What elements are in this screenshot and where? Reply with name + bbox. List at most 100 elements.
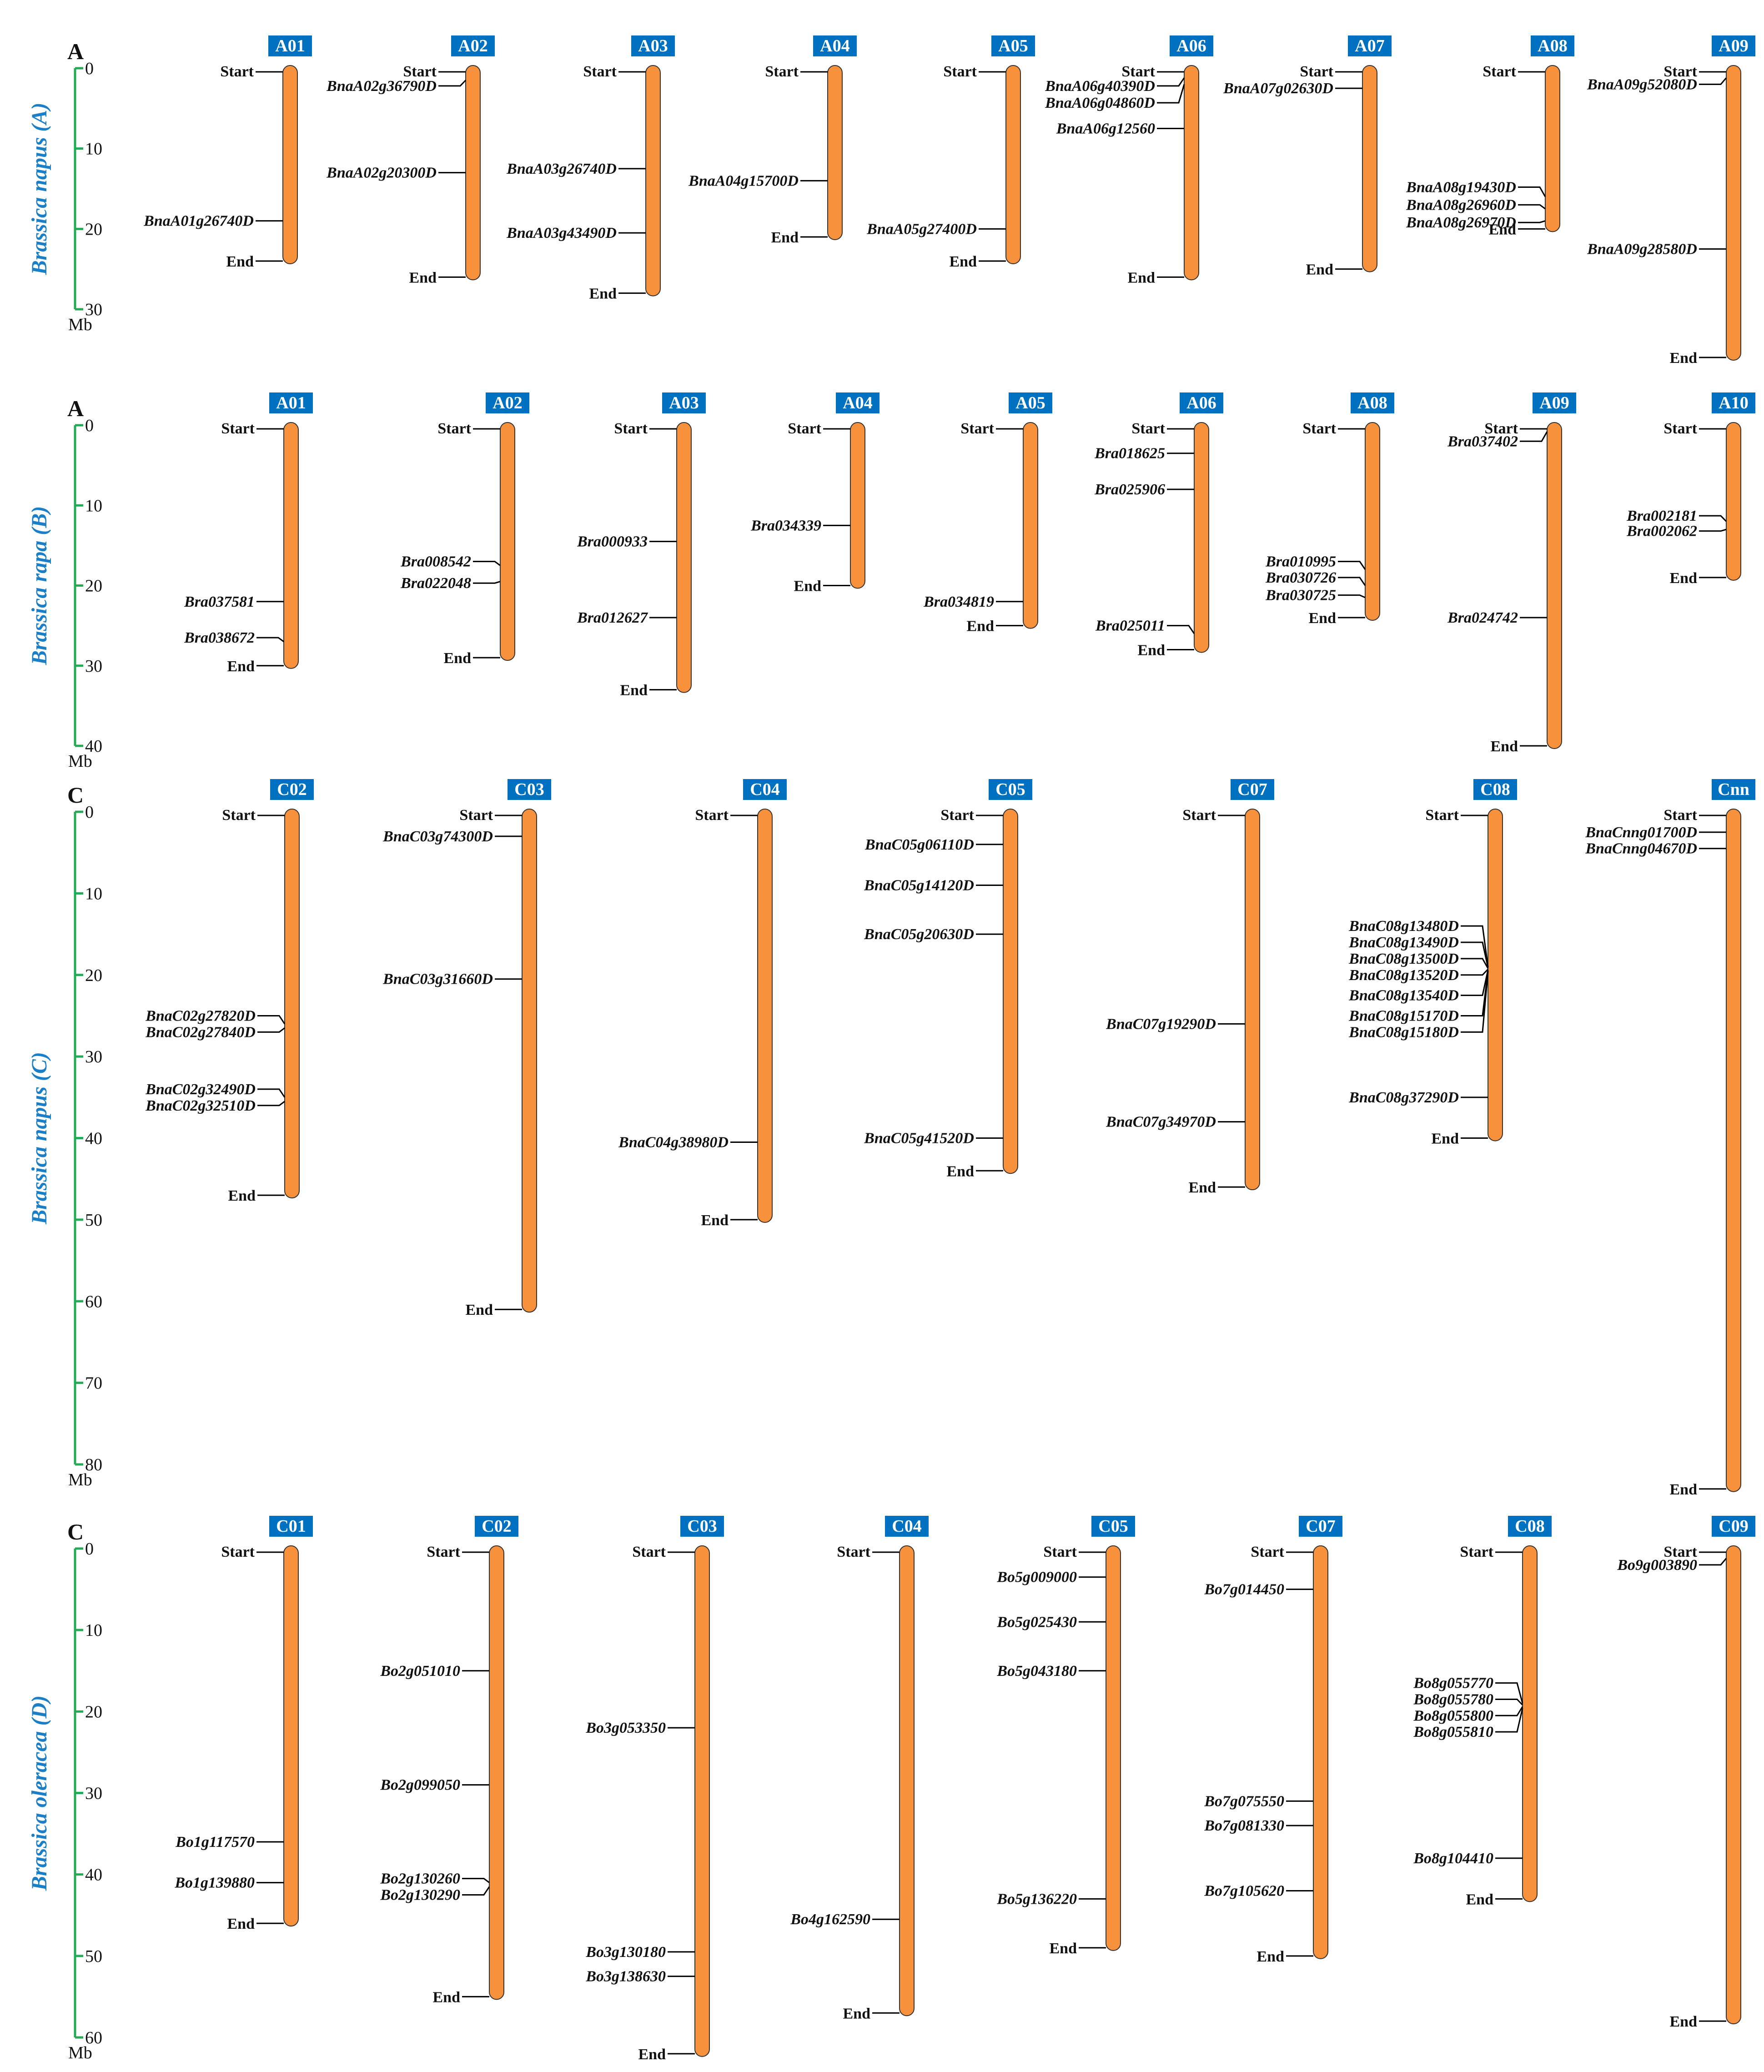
chromosome-label: C04: [750, 780, 779, 799]
chromosome-bar: [899, 1545, 915, 2017]
gene-label: BnaA02g36790D: [326, 78, 437, 95]
gene-label: BnaA03g26740D: [506, 161, 617, 177]
axis-tick-label: 70: [85, 1374, 102, 1393]
gene-marker-line: [1518, 204, 1546, 210]
gene-label: Bo5g136220: [996, 1891, 1077, 1907]
end-label: End: [1466, 1891, 1494, 1908]
chromosome-label: C05: [1098, 1517, 1128, 1536]
chromosome-label-box: [475, 1516, 518, 1537]
gene-label: Bra000933: [577, 533, 648, 550]
gene-label: Bra025011: [1095, 618, 1165, 634]
start-label: Start: [960, 420, 994, 437]
gene-marker-line: [1157, 77, 1185, 87]
start-label: Start: [788, 420, 821, 437]
start-label: Start: [614, 420, 648, 437]
gene-label: Bra018625: [1094, 445, 1165, 462]
panel-letter: C: [67, 1519, 84, 1544]
end-label: End: [444, 650, 472, 667]
chromosome-bar: [1365, 422, 1380, 621]
start-label: Start: [1131, 420, 1165, 437]
chromosome-bar: [283, 1545, 299, 1927]
chromosome-label: A05: [998, 36, 1028, 55]
start-label: Start: [695, 807, 729, 824]
gene-marker-line: [438, 80, 467, 87]
chromosome-label-box: [989, 779, 1032, 800]
species-title: Brassica napus (A): [27, 103, 51, 276]
chromosome-bar: [465, 65, 481, 281]
gene-label: BnaC02g27840D: [145, 1024, 256, 1041]
gene-label: Bra002181: [1626, 508, 1697, 524]
chromosome-label-box: [1712, 392, 1755, 413]
chromosome-label-box: [1170, 35, 1213, 56]
chromosome-C08: C08StartEndBo8g055770Bo8g055780Bo8g05580…: [1413, 1516, 1552, 1908]
gene-label: Bo8g055810: [1413, 1724, 1493, 1740]
end-label: End: [1138, 642, 1166, 659]
gene-label: Bo5g043180: [996, 1663, 1077, 1680]
gene-label: BnaA04g15700D: [688, 172, 799, 189]
start-label: Start: [403, 63, 437, 80]
gene-label: Bo2g099050: [380, 1777, 460, 1794]
axis-tick-label: 50: [85, 1211, 102, 1230]
gene-label: Bo3g053350: [585, 1720, 666, 1736]
chromosome-bar: [1194, 422, 1209, 653]
chromosome-bar: [1106, 1545, 1121, 1951]
end-label: End: [1050, 1940, 1077, 1957]
chromosome-label: A02: [458, 36, 487, 55]
axis-tick-label: 20: [85, 966, 102, 985]
gene-label: BnaC08g13520D: [1348, 967, 1459, 984]
chromosome-bar: [1245, 809, 1260, 1191]
axis-tick-label: 0: [85, 416, 94, 435]
axis-tick-label: 30: [85, 1047, 102, 1066]
gene-marker-line: [462, 1878, 490, 1883]
axis-tick-label: 60: [85, 1292, 102, 1311]
axis-tick-label: 10: [85, 884, 102, 903]
gene-label: Bo8g104410: [1413, 1850, 1493, 1867]
end-label: End: [1670, 2013, 1698, 2030]
chromosome-label: A03: [638, 36, 668, 55]
chromosome-bar: [1726, 809, 1741, 1492]
gene-label: Bra002062: [1626, 523, 1697, 540]
axis-unit: Mb: [68, 752, 92, 771]
end-label: End: [771, 229, 799, 246]
gene-marker-line: [257, 1101, 285, 1106]
chromosome-bar: [1362, 65, 1377, 272]
gene-marker-line: [257, 1088, 286, 1098]
gene-label: Bo5g009000: [996, 1569, 1077, 1586]
chromosome-bar: [522, 809, 537, 1313]
end-label: End: [226, 253, 254, 270]
axis-tick-label: 40: [85, 1129, 102, 1148]
chromosome-label-box: [268, 35, 312, 56]
start-label: Start: [1425, 807, 1459, 824]
gene-label: Bra034819: [923, 593, 994, 610]
start-label: Start: [1043, 1544, 1077, 1560]
start-label: Start: [1182, 807, 1216, 824]
chromosome-bar: [500, 422, 515, 661]
gene-marker-line: [1461, 970, 1489, 996]
gene-marker-line: [1461, 925, 1489, 967]
axis-tick-label: 0: [85, 59, 94, 78]
gene-label: Bra012627: [577, 609, 648, 626]
chromosome-bar: [1726, 422, 1741, 581]
species-title: Brassica oleracea (D): [27, 1695, 51, 1891]
species-title: Brassica rapa (B): [27, 506, 51, 665]
gene-label: Bo8g055780: [1413, 1691, 1493, 1708]
gene-marker-line: [1461, 969, 1489, 976]
end-label: End: [843, 2005, 871, 2022]
chromosome-label: C08: [1480, 780, 1510, 799]
chromosome-label-box: [680, 1516, 724, 1537]
chromosome-bar: [1522, 1545, 1538, 1902]
start-label: Start: [1663, 63, 1697, 80]
gene-label: BnaC07g19290D: [1106, 1016, 1216, 1032]
axis-unit: Mb: [68, 315, 92, 334]
start-label: Start: [1483, 63, 1516, 80]
chromosome-bar: [282, 65, 298, 264]
end-label: End: [1489, 221, 1517, 238]
